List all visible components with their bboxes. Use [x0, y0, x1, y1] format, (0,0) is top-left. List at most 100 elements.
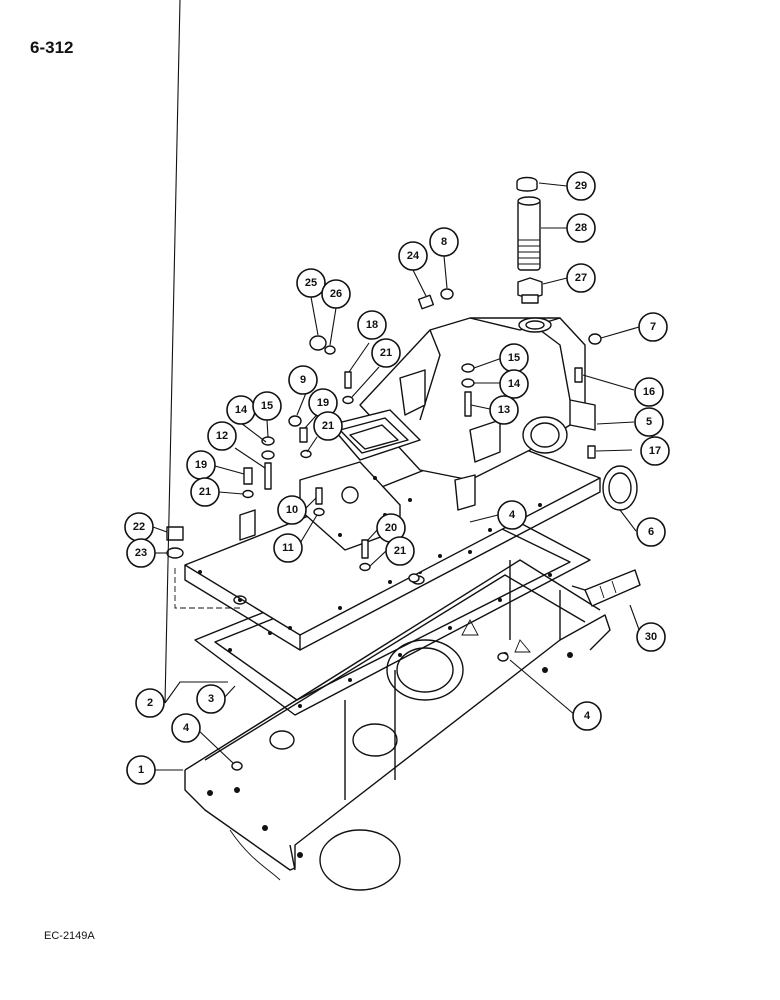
callout-20: 20: [376, 513, 406, 543]
svg-text:11: 11: [282, 542, 294, 554]
svg-text:14: 14: [508, 378, 521, 390]
svg-text:21: 21: [380, 347, 392, 359]
svg-text:21: 21: [199, 486, 211, 498]
svg-text:25: 25: [305, 277, 317, 289]
callout-5: 5: [634, 407, 664, 437]
fitting-25: [309, 335, 327, 351]
bolt-19b: [243, 467, 253, 485]
callout-15-a: 15: [499, 343, 529, 373]
drawing-reference: EC-2149A: [44, 930, 95, 942]
svg-text:4: 4: [509, 509, 516, 521]
callout-21-b: 21: [313, 411, 343, 441]
callout-7: 7: [638, 312, 668, 342]
small-components: [166, 176, 641, 771]
callout-leaders: [152, 0, 642, 771]
washer-11: [313, 507, 325, 517]
bolt-19a: [299, 427, 308, 443]
callout-21-a: 21: [371, 338, 401, 368]
callout-10: 10: [277, 495, 307, 525]
callout-11: 11: [273, 533, 303, 563]
svg-text:6: 6: [648, 526, 654, 538]
callout-4-b: 4: [572, 701, 602, 731]
plug-9: [288, 415, 302, 427]
callout-13: 13: [489, 395, 519, 425]
tube-28: [517, 196, 541, 271]
dowel-4b: [497, 652, 509, 662]
callout-14-a: 14: [499, 369, 529, 399]
callout-27: 27: [566, 263, 596, 293]
screw-18: [344, 371, 352, 389]
callout-4-a: 4: [497, 500, 527, 530]
svg-text:19: 19: [195, 459, 207, 471]
svg-text:15: 15: [508, 352, 520, 364]
sealant-tube-30: [571, 569, 641, 607]
callout-15-b: 15: [252, 391, 282, 421]
svg-text:13: 13: [498, 404, 510, 416]
set-screw-24: [417, 294, 435, 310]
svg-text:23: 23: [135, 547, 147, 559]
svg-text:26: 26: [330, 288, 342, 300]
callout-2: 2: [135, 688, 165, 718]
dowel-4a: [408, 573, 420, 583]
washer-26: [324, 345, 336, 355]
callout-26: 26: [321, 279, 351, 309]
transmission-housing: [184, 559, 611, 891]
svg-text:17: 17: [649, 445, 661, 457]
callout-28: 28: [566, 213, 596, 243]
callout-12: 12: [207, 421, 237, 451]
washer-21a: [342, 395, 354, 405]
callout-17: 17: [640, 436, 670, 466]
callout-22: 22: [124, 512, 154, 542]
washer-21b: [300, 449, 312, 459]
svg-text:4: 4: [183, 722, 190, 734]
callouts: 29 28 27 24 8 7 25 26 18 21 15 14 16 9 1…: [124, 171, 670, 785]
svg-text:2: 2: [147, 697, 153, 709]
callout-16: 16: [634, 377, 664, 407]
callout-3: 3: [196, 684, 226, 714]
callout-8: 8: [429, 227, 459, 257]
svg-text:15: 15: [261, 400, 273, 412]
callout-21-c: 21: [190, 477, 220, 507]
bolt-16: [574, 367, 583, 383]
callout-30: 30: [636, 622, 666, 652]
oil-seal-6: [602, 465, 638, 511]
svg-text:19: 19: [317, 397, 329, 409]
callout-1: 1: [126, 755, 156, 785]
callout-6: 6: [636, 517, 666, 547]
svg-text:12: 12: [216, 430, 228, 442]
svg-text:8: 8: [441, 236, 447, 248]
callout-23: 23: [126, 538, 156, 568]
plug-7: [588, 333, 602, 345]
bolt-17: [587, 445, 596, 459]
svg-text:5: 5: [646, 416, 652, 428]
svg-text:24: 24: [407, 250, 420, 262]
svg-text:22: 22: [133, 521, 145, 533]
page-number: 6-312: [30, 38, 74, 57]
cap-29: [516, 176, 538, 192]
svg-text:4: 4: [584, 710, 591, 722]
callout-4-c: 4: [171, 713, 201, 743]
bolt-20: [361, 539, 369, 559]
stud-12: [264, 462, 272, 490]
svg-text:27: 27: [575, 272, 587, 284]
svg-text:21: 21: [322, 420, 334, 432]
svg-text:30: 30: [645, 631, 657, 643]
plug-8: [440, 288, 454, 300]
filler-plug-27: [517, 277, 543, 304]
svg-text:28: 28: [575, 222, 587, 234]
callout-9: 9: [288, 365, 318, 395]
washer-21d: [359, 562, 371, 572]
callout-14-b: 14: [226, 395, 256, 425]
washer-14b: [261, 450, 275, 460]
svg-text:7: 7: [650, 321, 656, 333]
callout-18: 18: [357, 310, 387, 340]
side-cover-plate: [239, 461, 401, 551]
callout-21-d: 21: [385, 536, 415, 566]
svg-text:29: 29: [575, 180, 587, 192]
nut-15a: [461, 363, 475, 373]
svg-text:21: 21: [394, 545, 406, 557]
washer-21c: [242, 489, 254, 499]
svg-text:1: 1: [138, 764, 144, 776]
bolt-10: [315, 487, 323, 505]
